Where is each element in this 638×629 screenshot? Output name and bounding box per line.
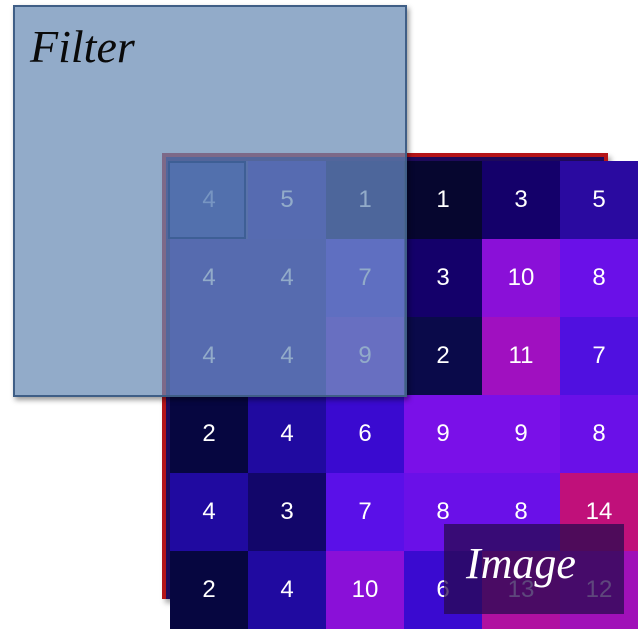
- grid-cell: 9: [404, 395, 482, 473]
- grid-cell: 7: [560, 317, 638, 395]
- grid-cell: 3: [482, 161, 560, 239]
- grid-cell: 2: [170, 551, 248, 629]
- kernel-position-highlight: [168, 161, 246, 239]
- grid-cell: 4: [248, 551, 326, 629]
- grid-cell: 6: [326, 395, 404, 473]
- grid-cell: 10: [326, 551, 404, 629]
- grid-cell: 10: [482, 239, 560, 317]
- grid-cell: 2: [170, 395, 248, 473]
- grid-cell: 5: [560, 161, 638, 239]
- grid-cell: 8: [560, 239, 638, 317]
- filter-label: Filter: [30, 21, 135, 72]
- grid-cell: 1: [404, 161, 482, 239]
- grid-cell: 9: [482, 395, 560, 473]
- grid-cell: 8: [560, 395, 638, 473]
- grid-cell: 7: [326, 473, 404, 551]
- grid-cell: 4: [248, 395, 326, 473]
- grid-cell: 3: [404, 239, 482, 317]
- filter-panel: [13, 5, 407, 397]
- grid-cell: 4: [170, 473, 248, 551]
- grid-cell: 11: [482, 317, 560, 395]
- image-label-backdrop: [444, 524, 624, 614]
- image-label: Image: [466, 539, 576, 588]
- grid-cell: 3: [248, 473, 326, 551]
- grid-cell: 2: [404, 317, 482, 395]
